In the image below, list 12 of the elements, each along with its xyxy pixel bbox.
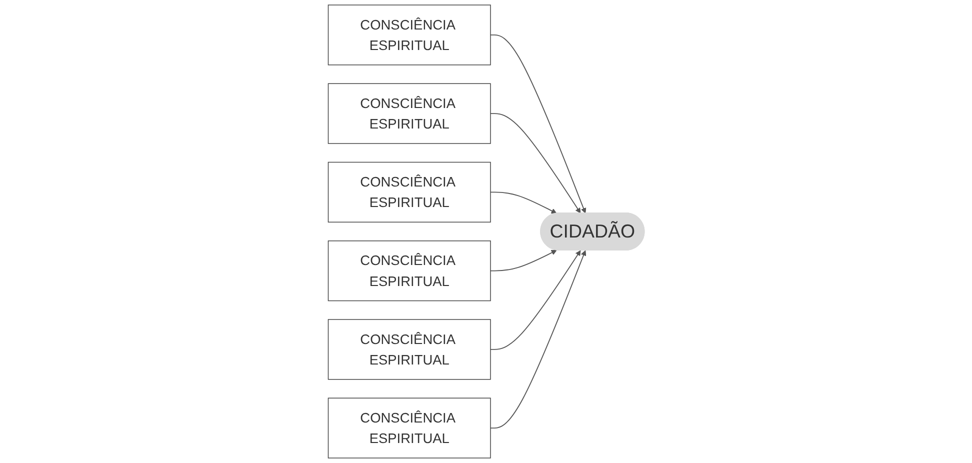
node-box: CONSCIÊNCIA ESPIRITUAL	[328, 83, 491, 144]
arrow	[490, 250, 580, 350]
node-box: CONSCIÊNCIA ESPIRITUAL	[328, 162, 491, 223]
arrow	[490, 34, 586, 214]
node-box: CONSCIÊNCIA ESPIRITUAL	[328, 4, 491, 66]
node-box: CONSCIÊNCIA ESPIRITUAL	[328, 319, 491, 380]
arrow	[490, 113, 580, 214]
arrow	[490, 250, 556, 272]
arrow	[490, 192, 556, 214]
arrow	[490, 250, 586, 429]
node-box: CONSCIÊNCIA ESPIRITUAL	[328, 240, 491, 302]
node-box: CONSCIÊNCIA ESPIRITUAL	[328, 398, 491, 458]
